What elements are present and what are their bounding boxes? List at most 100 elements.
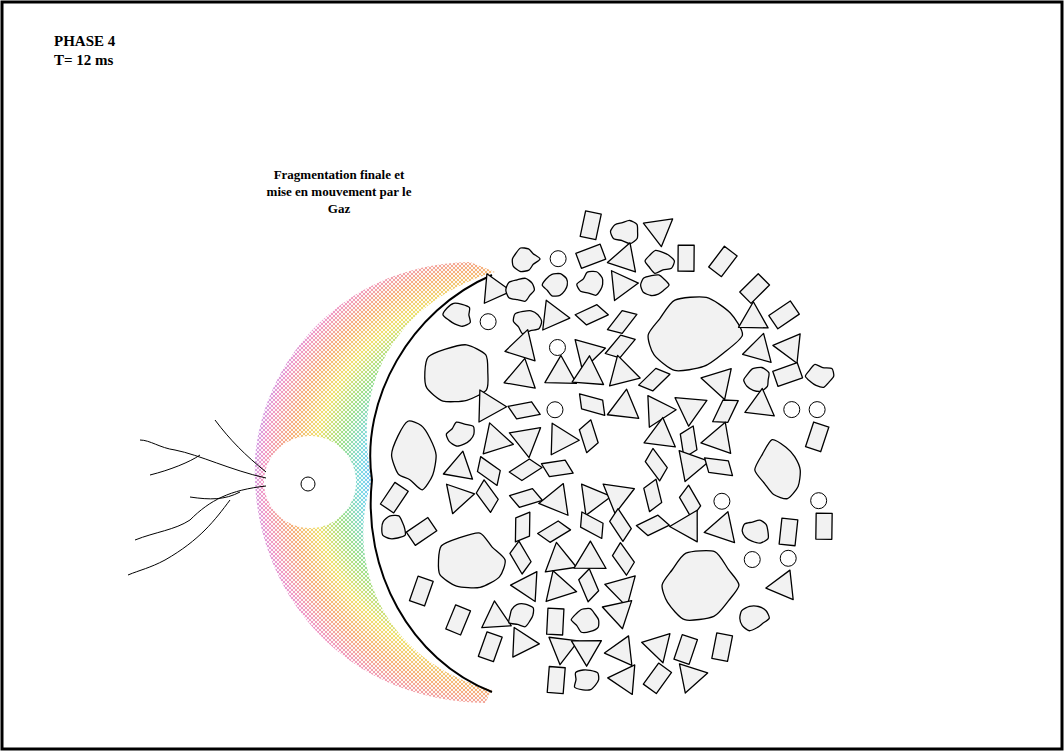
fragment (508, 402, 540, 419)
time-label-box: T= 12 ms (54, 51, 174, 70)
fragment (610, 220, 637, 243)
fragment (505, 330, 535, 361)
fragment (670, 510, 698, 542)
fragment (510, 489, 543, 508)
fragment (509, 459, 542, 481)
phase-label: PHASE 4 (54, 32, 174, 51)
phase-title: Fragmentation finale et mise en mouvemen… (266, 166, 412, 217)
fragment (580, 394, 605, 415)
fragment (545, 355, 577, 383)
fragment (539, 484, 568, 516)
fragment (709, 246, 737, 276)
fragment (579, 420, 598, 453)
fragment (476, 480, 498, 512)
fragment (602, 601, 631, 629)
fragment (483, 423, 513, 454)
fragment (773, 363, 803, 387)
source-dot (301, 477, 315, 491)
fragment (577, 271, 603, 295)
fragment (547, 608, 564, 635)
fragment-bead (547, 402, 563, 418)
fragment (645, 448, 667, 480)
fragment (477, 457, 500, 486)
fragment (607, 389, 638, 418)
fragment (641, 275, 669, 296)
fragment (542, 274, 567, 297)
phase-label-box: PHASE 4 (54, 32, 174, 51)
fragment (608, 665, 635, 694)
fragment-bead (744, 552, 760, 568)
fragment (639, 368, 670, 391)
fragment (509, 428, 540, 458)
fragment (740, 606, 769, 631)
fragment (515, 512, 529, 542)
gas-band (255, 262, 495, 703)
fragment (581, 512, 603, 538)
fragment (643, 663, 671, 693)
fragment (675, 398, 707, 426)
fragment (612, 543, 634, 576)
fragment (504, 358, 535, 388)
fragment (755, 440, 800, 499)
fragment (547, 666, 565, 693)
fragment (678, 245, 694, 271)
fragment (610, 355, 641, 386)
fragment (551, 423, 579, 455)
fragment (643, 219, 672, 247)
fragment (805, 364, 833, 387)
fragment (739, 302, 769, 328)
fragment (779, 518, 798, 546)
fragment (574, 541, 606, 568)
fragment-bead (780, 550, 796, 566)
fragment (607, 243, 635, 272)
fragment (713, 400, 739, 422)
fragment (744, 367, 769, 391)
fragment (701, 369, 731, 400)
fragment (605, 335, 635, 358)
fragment (380, 482, 408, 513)
fragment-bead (480, 314, 496, 330)
fragment-bead (811, 493, 827, 509)
fragment (438, 533, 505, 588)
fragment (773, 334, 800, 363)
fragment (642, 634, 670, 663)
fragment (742, 520, 768, 543)
fragment (572, 356, 603, 385)
fragment (443, 303, 470, 326)
fragment (674, 635, 697, 665)
cracks (128, 420, 266, 575)
fragment (575, 305, 608, 325)
fragment (446, 605, 471, 635)
fragment (392, 421, 437, 490)
fragment (446, 422, 474, 446)
shock-front (370, 275, 492, 692)
fragment (409, 576, 433, 606)
fragment (479, 390, 507, 422)
fragment (543, 300, 570, 330)
fragment (766, 570, 793, 599)
fragment (512, 248, 540, 272)
fragment (482, 601, 512, 628)
fragment (611, 271, 638, 301)
fragment (478, 632, 502, 662)
fragment (513, 628, 539, 658)
fragment-bead (784, 402, 800, 418)
fragment (604, 636, 631, 665)
fragment (769, 301, 799, 329)
fragment (610, 509, 632, 542)
fragment-bead (550, 251, 566, 267)
fragment (705, 458, 733, 476)
fragment (679, 664, 707, 693)
fragment (571, 608, 599, 632)
fragment (645, 250, 674, 273)
fragment (541, 460, 573, 476)
fragment (636, 515, 669, 535)
fragment (644, 479, 662, 511)
fragment (509, 604, 534, 627)
fragment (679, 451, 709, 482)
fragment-bead (549, 340, 565, 356)
fragment (571, 641, 601, 667)
fragment-bead (714, 493, 730, 509)
fragment (704, 512, 734, 543)
